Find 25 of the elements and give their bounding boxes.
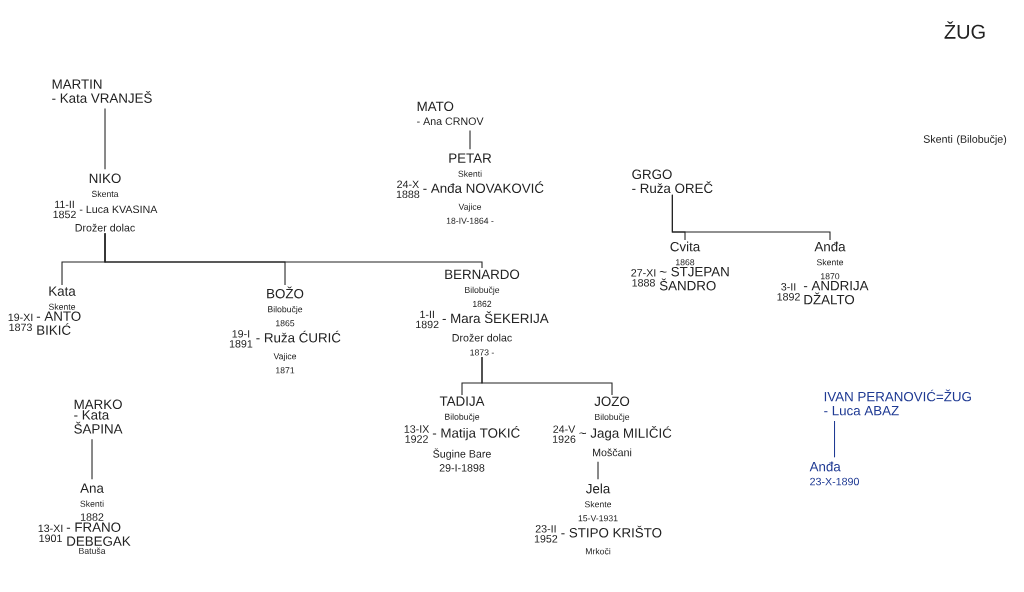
family-line [91, 438, 93, 480]
family-line [104, 232, 483, 269]
family-name: ŽUG [944, 21, 985, 39]
person-entry: Ana Skenti 1882 13-XI 1901 - FRANO DEBEGAK Batuša [38, 483, 131, 554]
person-entry: Cvita 1868 27-XI 1888 ~ STJEPAN ŠANDRO [631, 241, 729, 291]
family-line [833, 420, 836, 458]
person-entry: Kata Skente 19-XI 1873 - ANTO BIKIĆ [8, 286, 81, 335]
person-entry: BOŽO Bilobučje 1865 19-I 1891 - Ruža ĆURIĆ Vajice 1871 [229, 286, 341, 374]
person-entry: Jela Skente 15-V-1931 23-II 1952 - STIPO KRIŠTO Mrkoči [534, 483, 662, 555]
family-line [481, 356, 613, 396]
person-entry: IVAN PERANOVIĆ=ŽUG - Luca ABAZ [824, 389, 971, 416]
person-entry: NIKO Skenta 11-II 1852 - Luca KVASINA Drožer dolac [53, 173, 158, 232]
family-line [597, 461, 599, 480]
family-line [469, 130, 471, 150]
note-text: Skenti (Bilobučje) [923, 135, 1007, 145]
person-entry: GRGO - Ruža OREČ [632, 169, 713, 194]
person-entry: BERNARDO Bilobučje 1862 1-II 1892 - Mara ŠEKERIJA Drožer dolac 1873 - [416, 269, 549, 356]
person-entry: MATO - Ana CRNOV [417, 101, 484, 125]
person-entry: MARTIN - Kata VRANJEŠ [52, 79, 152, 103]
family-line [671, 194, 831, 241]
person-entry: Anđa Skente 1870 3-II 1892 - ANDRIJA DŽALTO [777, 241, 869, 305]
person-entry: Anđa 23-X-1890 [809, 461, 859, 486]
person-entry: PETAR Skenti 24-X 1888 - Anđa NOVAKOVIĆ Vajice 18-IV-1864 - [396, 153, 544, 224]
person-entry: MARKO - Kata ŠAPINA [74, 399, 123, 434]
family-line [104, 107, 106, 170]
